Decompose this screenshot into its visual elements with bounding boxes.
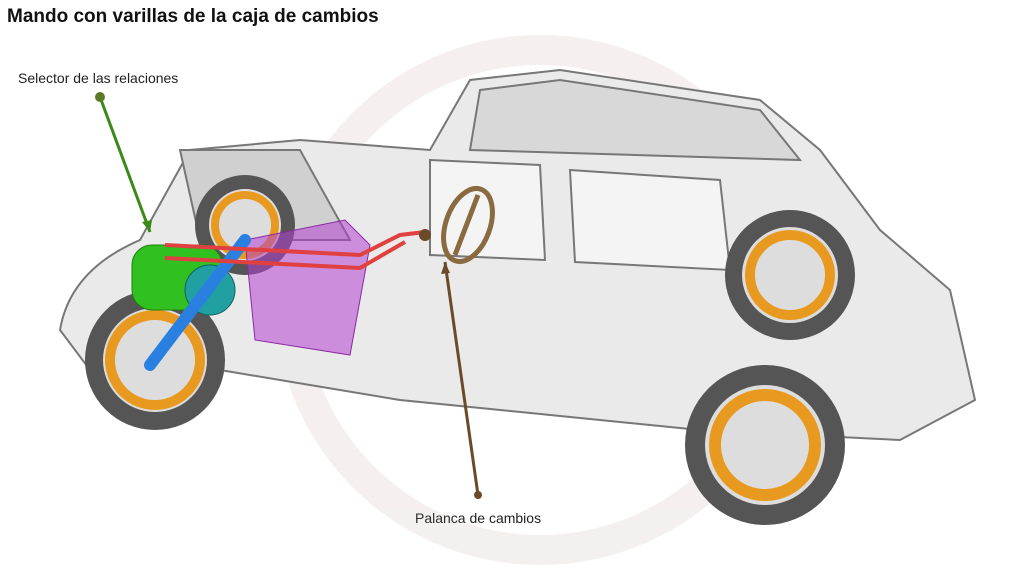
- gearbox: [244, 219, 371, 356]
- steering-wheel: [441, 186, 495, 264]
- selector-label: Selector de las relaciones: [18, 70, 179, 86]
- gear-lever-knob: [419, 229, 431, 241]
- selector-pointer: [95, 92, 152, 233]
- control-rods: [164, 230, 426, 271]
- car-body: [58, 68, 977, 442]
- lever-label: Palanca de cambios: [415, 510, 542, 526]
- wheel-rear-right: [725, 210, 855, 340]
- wheel-rear-left: [685, 365, 845, 525]
- diagram-title: Mando con varillas de la caja de cambios: [7, 6, 379, 27]
- lever-pointer: [441, 261, 482, 499]
